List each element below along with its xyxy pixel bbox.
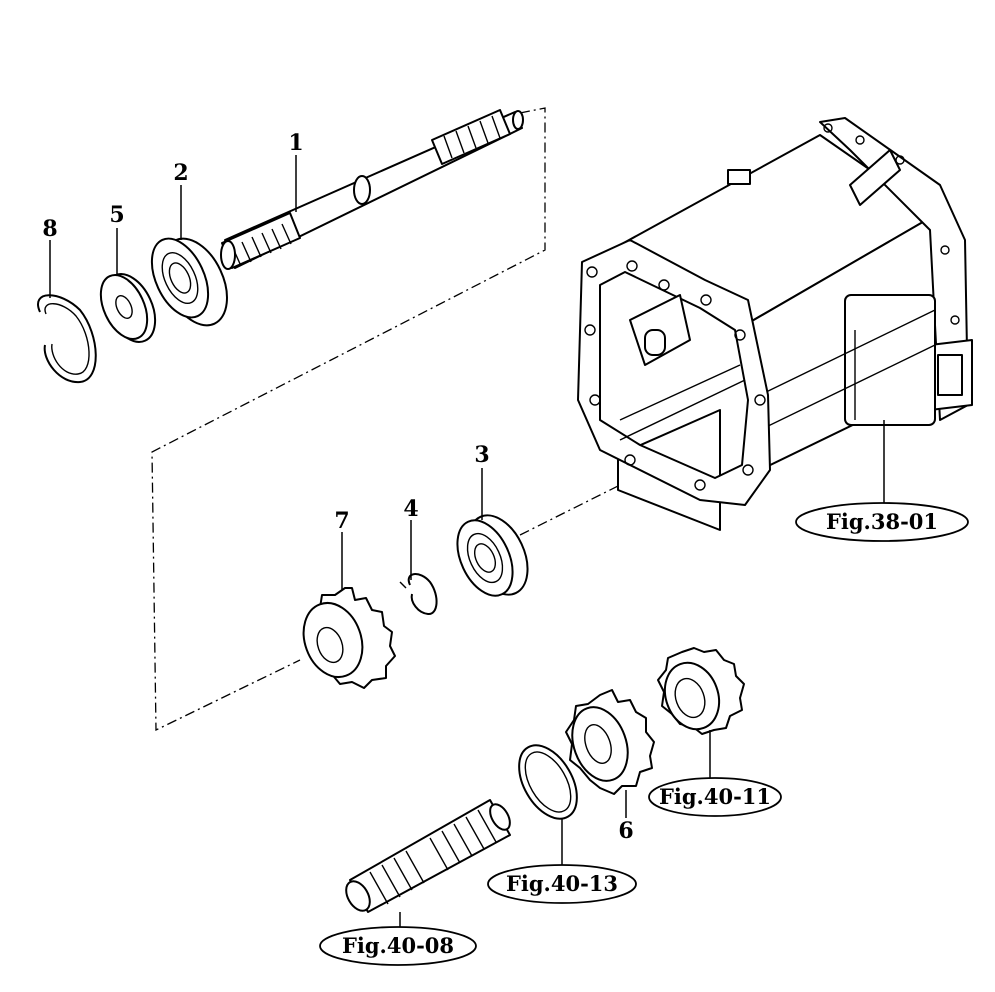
callout-3: 3 [474,442,489,468]
callout-6: 6 [618,818,633,844]
ref-fig-40-11-label: Fig.40-11 [659,784,771,809]
ref-fig-40-13[interactable]: Fig.40-13 [487,864,637,904]
bearing-part-3 [456,514,529,597]
leader-lines [49,155,885,928]
assembly-guide-lines [151,107,641,732]
ref-fig-40-13-label: Fig.40-13 [506,871,618,896]
ref-fig-40-08[interactable]: Fig.40-08 [319,926,477,966]
shaft-part-1 [220,109,524,270]
ring-fig-40-13 [518,744,578,820]
callout-8: 8 [42,216,57,242]
snap-ring-part-8 [37,294,97,384]
ref-fig-40-11[interactable]: Fig.40-11 [648,777,782,817]
gear-part-6 [565,689,655,795]
callout-5: 5 [109,202,124,228]
figure-references: Fig.38-01 Fig.40-11 Fig.40-13 Fig.40-08 [319,502,969,966]
ref-fig-38-01[interactable]: Fig.38-01 [795,502,969,542]
part-callouts: 1 2 5 8 3 4 7 6 [42,130,633,844]
ref-fig-38-01-label: Fig.38-01 [826,509,938,534]
gear-fig-40-11 [657,647,745,735]
transmission-housing [577,117,973,531]
shaft-fig-40-08 [345,799,511,913]
callout-7: 7 [334,508,349,534]
snap-ring-part-4 [399,573,438,615]
callout-4: 4 [403,496,418,522]
bearing-part-2 [150,237,228,327]
ref-fig-40-08-label: Fig.40-08 [342,933,454,958]
gear-part-7 [302,587,396,689]
washer-part-5 [99,273,157,343]
callout-1: 1 [288,130,303,156]
callout-2: 2 [173,160,188,186]
